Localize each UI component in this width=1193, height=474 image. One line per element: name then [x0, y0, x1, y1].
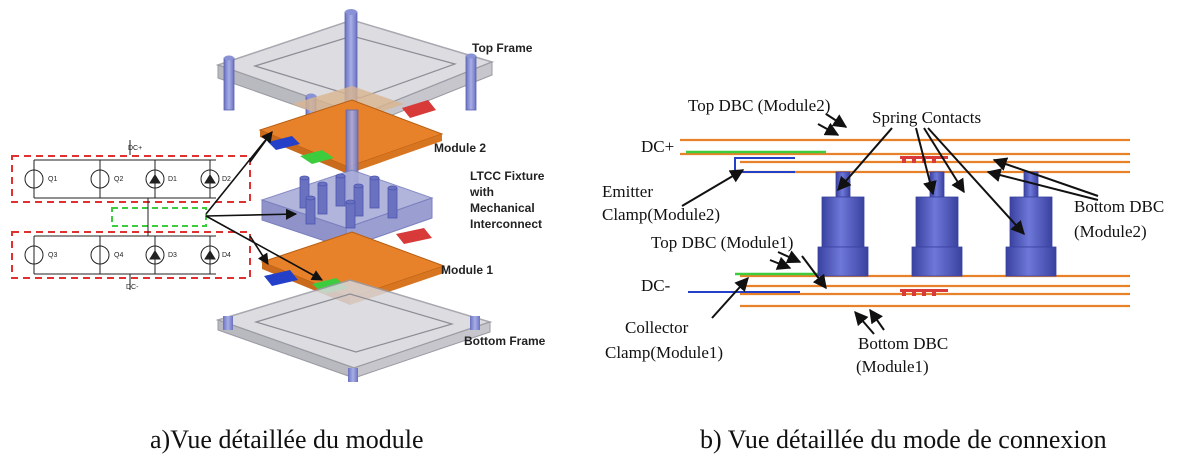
- callout-arrows: [681, 113, 1099, 335]
- label-ltcc-1: LTCC Fixture: [470, 169, 545, 183]
- label-bottom-dbc-m1-2: (Module1): [856, 357, 929, 376]
- label-d2: D2: [222, 176, 231, 183]
- connection-cross-section: Top DBC (Module2) Spring Contacts DC+ Em…: [602, 96, 1164, 376]
- label-emitter-1: Emitter: [602, 182, 653, 201]
- circuit-schematic: DC+ DC- Q1 Q2 D1 D2 Q3: [11, 140, 251, 291]
- top-frame: [215, 9, 495, 141]
- spring-pins: [299, 173, 398, 229]
- label-ltcc-2: with: [469, 185, 494, 199]
- label-d1: D1: [168, 176, 177, 183]
- circuit-dc-minus: DC-: [126, 284, 139, 291]
- dc-plus-clamp: [686, 150, 826, 173]
- label-d3: D3: [168, 252, 177, 259]
- circuit-arrows: [205, 131, 323, 281]
- label-bottom-frame: Bottom Frame: [464, 334, 546, 348]
- label-bottom-dbc-m1-1: Bottom DBC: [858, 334, 948, 353]
- circuit-dc-plus: DC+: [128, 145, 142, 152]
- caption-a: a)Vue détaillée du module: [150, 425, 424, 454]
- caption-b: b) Vue détaillée du mode de connexion: [700, 425, 1107, 454]
- label-q3: Q3: [48, 252, 57, 259]
- exploded-module-view: Top Frame Module 2 LTCC Fixture with Mec…: [215, 9, 546, 382]
- label-d4: D4: [222, 252, 231, 259]
- label-bottom-dbc-m2-1: Bottom DBC: [1074, 197, 1164, 216]
- label-emitter-2: Clamp(Module2): [602, 205, 720, 224]
- label-q1: Q1: [48, 176, 57, 183]
- label-top-dbc-module2: Top DBC (Module2): [688, 96, 830, 115]
- label-module-1: Module 1: [441, 263, 493, 277]
- label-ltcc-4: Interconnect: [470, 217, 542, 231]
- bottom-frame: [215, 279, 493, 382]
- upper-leg-box: [11, 155, 251, 203]
- label-top-dbc-module1: Top DBC (Module1): [651, 233, 793, 252]
- label-collector-1: Collector: [625, 318, 689, 337]
- label-dc-plus: DC+: [641, 137, 674, 156]
- midpoint-box: [111, 207, 207, 227]
- label-bottom-dbc-m2-2: (Module2): [1074, 222, 1147, 241]
- label-top-frame: Top Frame: [472, 41, 533, 55]
- label-dc-minus: DC-: [641, 276, 671, 295]
- label-spring-contacts: Spring Contacts: [872, 108, 981, 127]
- label-collector-2: Clamp(Module1): [605, 343, 723, 362]
- spring-contact-pillars: [817, 171, 1057, 277]
- upper-switches: [24, 160, 220, 198]
- lower-leg-box: [11, 231, 251, 279]
- label-q2: Q2: [114, 176, 123, 183]
- label-ltcc-3: Mechanical: [470, 201, 535, 215]
- label-q4: Q4: [114, 252, 123, 259]
- lower-switches: [24, 236, 220, 274]
- label-module-2: Module 2: [434, 141, 486, 155]
